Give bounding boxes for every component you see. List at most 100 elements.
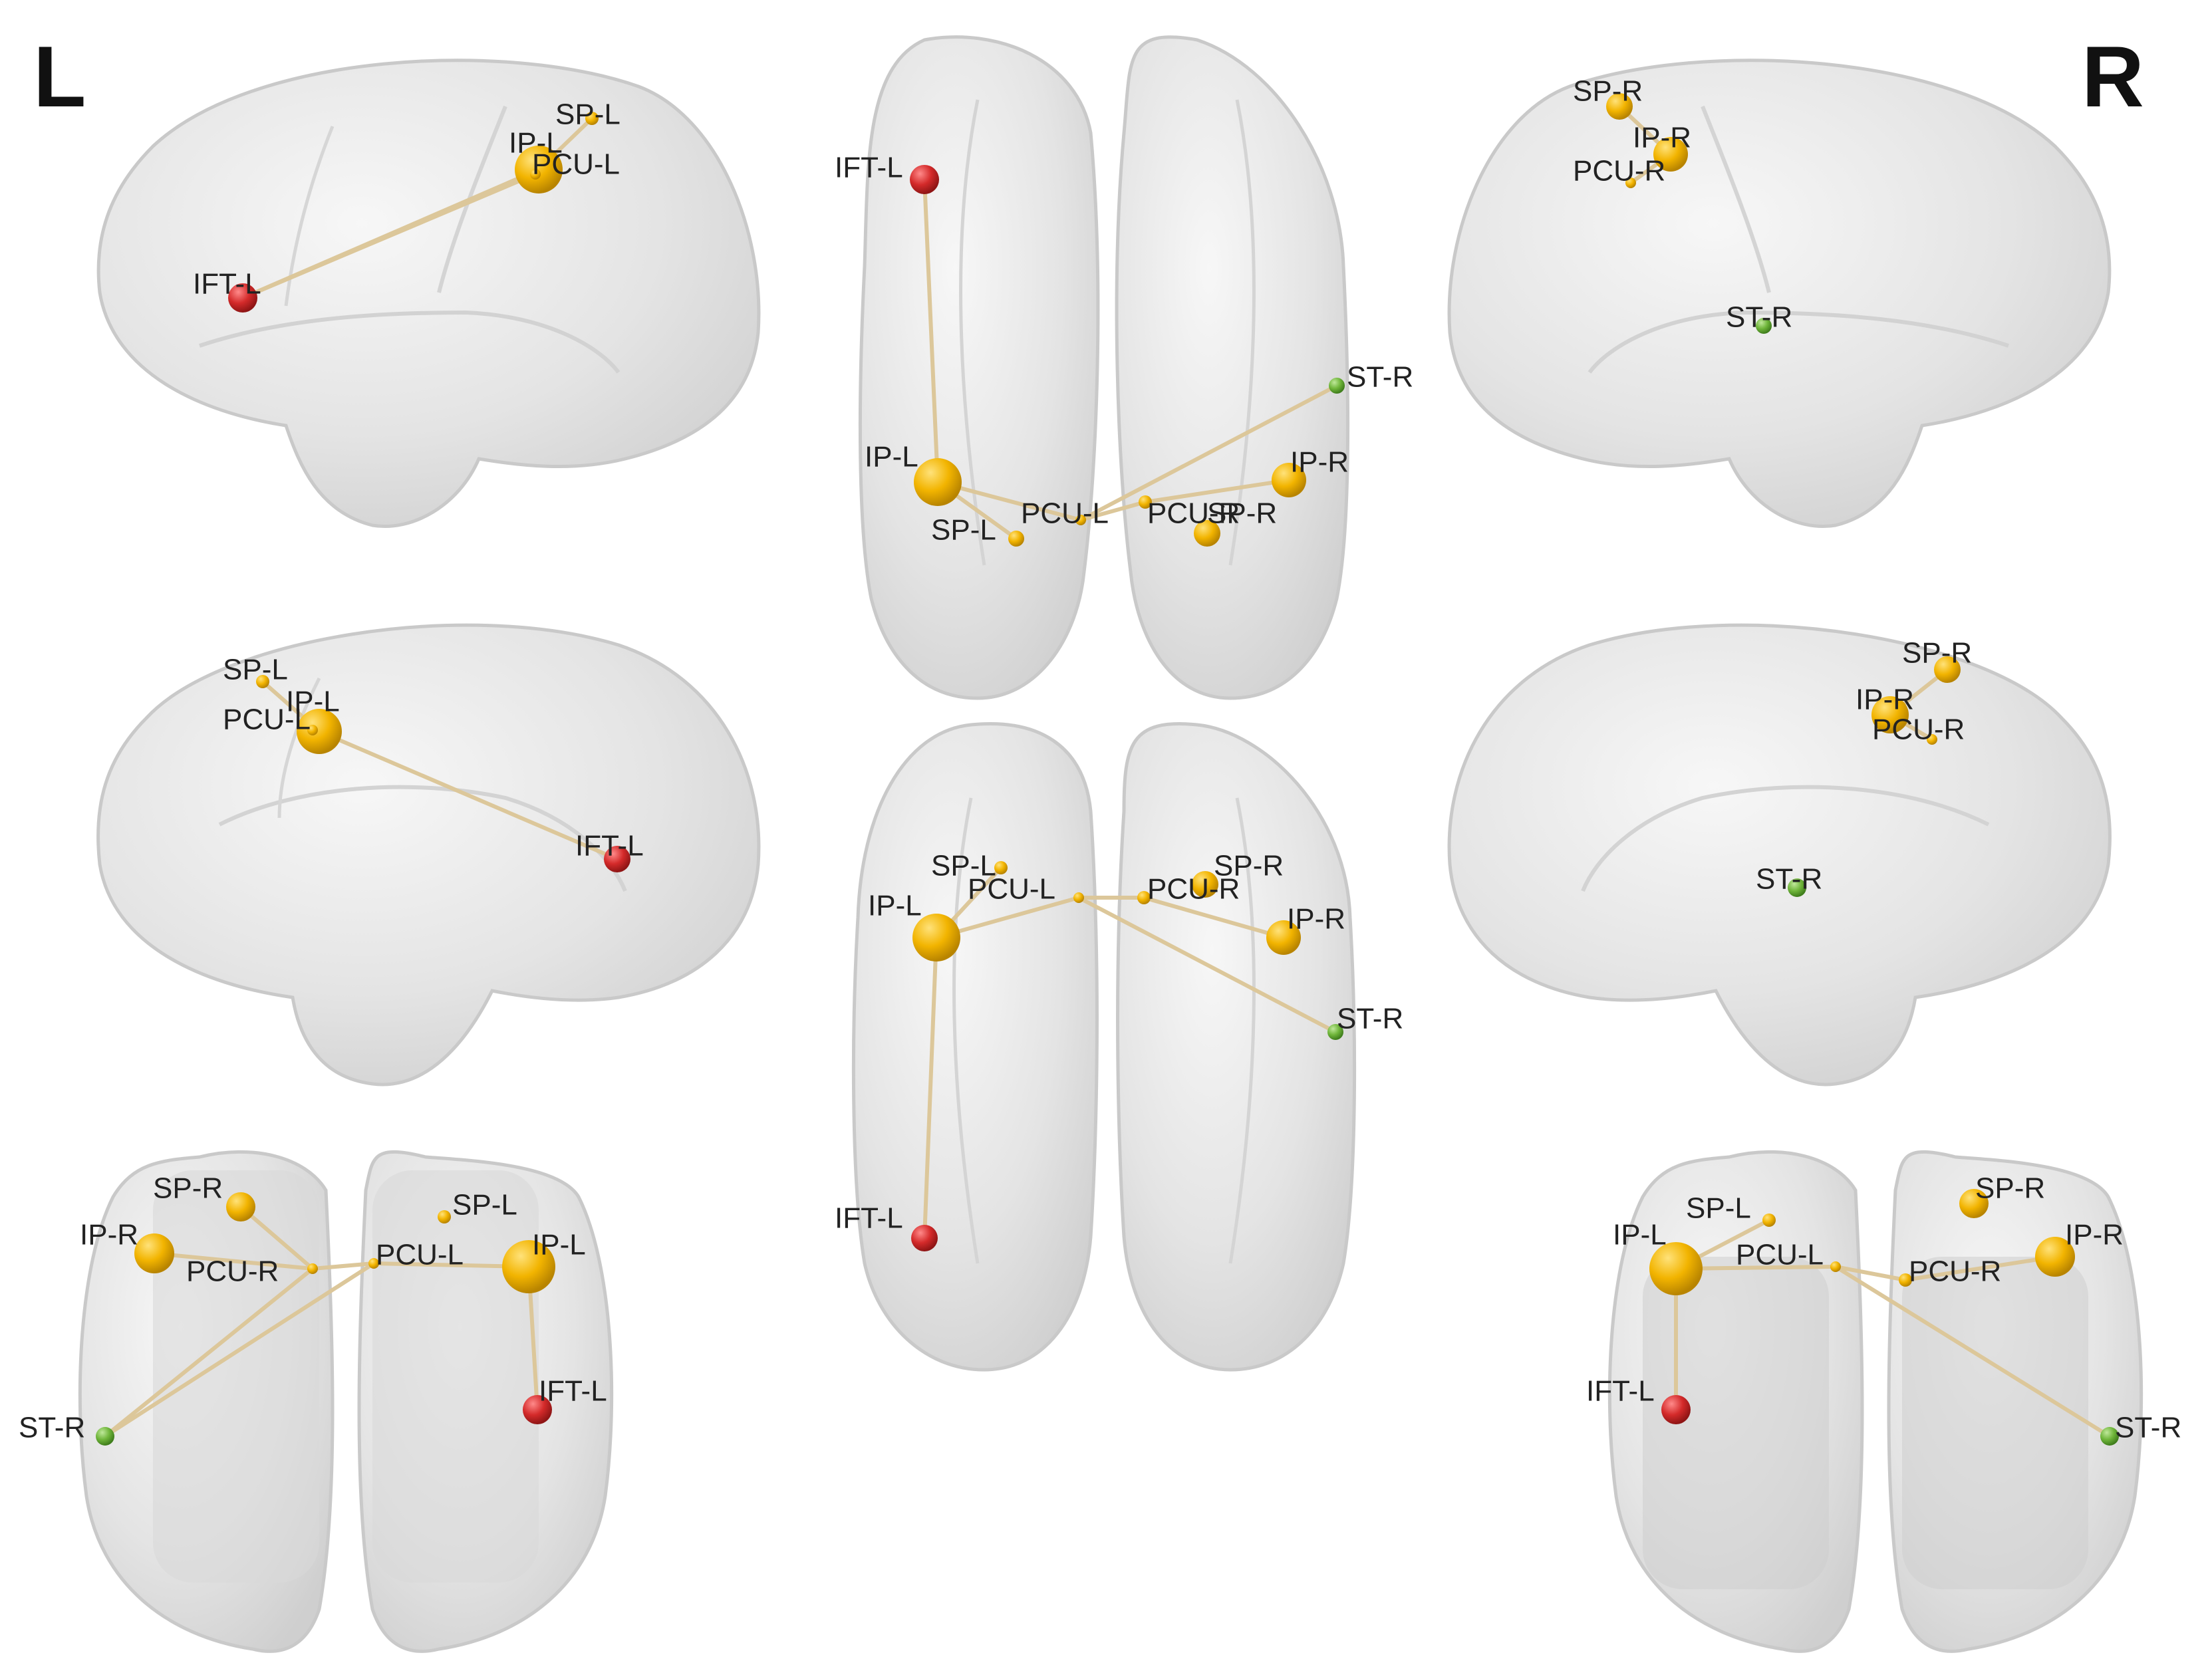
node-left-lateral-ip-l bbox=[515, 146, 563, 193]
brain-dorsal bbox=[858, 35, 1350, 700]
node-anterior-ip-r bbox=[2035, 1237, 2075, 1277]
network-edges bbox=[103, 104, 2112, 1438]
label-dorsal-pcu-r: PCU-R bbox=[1147, 497, 1240, 530]
label-left-medial-ift-l: IFT-L bbox=[575, 830, 644, 862]
label-posterior-ip-l: IP-L bbox=[532, 1229, 586, 1261]
brain-right-lateral bbox=[1447, 59, 2112, 528]
label-posterior-st-r: ST-R bbox=[19, 1412, 85, 1444]
edge-posterior-0 bbox=[311, 1261, 376, 1271]
node-right-lateral-st-r bbox=[1756, 318, 1772, 334]
edge-anterior-2 bbox=[1903, 1255, 2057, 1282]
label-left-medial-pcu-l: PCU-L bbox=[223, 704, 311, 736]
node-ventral-st-r bbox=[1327, 1024, 1343, 1040]
edge-anterior-3 bbox=[1834, 1265, 2112, 1438]
label-dorsal-ip-l: IP-L bbox=[865, 441, 918, 473]
label-right-medial-pcu-r: PCU-R bbox=[1872, 713, 1965, 746]
label-dorsal-st-r: ST-R bbox=[1347, 361, 1413, 394]
node-dorsal-ift-l bbox=[910, 165, 939, 194]
node-ventral-sp-r bbox=[1192, 871, 1218, 898]
node-posterior-sp-r bbox=[226, 1192, 255, 1221]
node-ventral-pcu-l bbox=[1073, 892, 1084, 903]
label-left-lateral-ip-l: IP-L bbox=[509, 127, 563, 160]
node-left-lateral-sp-l bbox=[585, 112, 599, 125]
label-left-medial-sp-l: SP-L bbox=[223, 654, 288, 686]
label-posterior-pcu-r: PCU-R bbox=[186, 1255, 279, 1288]
node-anterior-sp-l bbox=[1762, 1214, 1776, 1227]
node-dorsal-ip-l bbox=[914, 458, 962, 506]
network-nodes bbox=[96, 93, 2119, 1446]
label-posterior-pcu-l: PCU-L bbox=[376, 1239, 464, 1271]
edge-dorsal-4 bbox=[1143, 478, 1291, 504]
label-anterior-ift-l: IFT-L bbox=[1586, 1375, 1655, 1408]
node-posterior-pcu-l bbox=[368, 1258, 379, 1269]
node-left-medial-ip-l bbox=[297, 709, 342, 754]
node-labels: SP-L IP-L PCU-L IFT-L IFT-L IP-L SP-L PCU-L PCU-… bbox=[19, 75, 2181, 1444]
edge-left-lateral-2 bbox=[241, 172, 537, 300]
label-posterior-sp-r: SP-R bbox=[153, 1172, 223, 1205]
node-posterior-ip-l bbox=[502, 1240, 555, 1293]
label-posterior-sp-l: SP-L bbox=[452, 1189, 517, 1221]
node-dorsal-st-r bbox=[1329, 378, 1345, 394]
label-anterior-pcu-r: PCU-R bbox=[1909, 1255, 2001, 1288]
label-anterior-sp-r: SP-R bbox=[1975, 1172, 2045, 1205]
edge-dorsal-0 bbox=[922, 178, 940, 484]
left-hemisphere-letter: L bbox=[33, 28, 86, 125]
right-hemisphere-letter: R bbox=[2082, 28, 2144, 125]
edge-posterior-6 bbox=[103, 1267, 315, 1438]
label-anterior-st-r: ST-R bbox=[2115, 1412, 2181, 1444]
node-posterior-st-r bbox=[96, 1427, 114, 1446]
label-ventral-pcu-r: PCU-R bbox=[1147, 873, 1240, 906]
label-ventral-ip-l: IP-L bbox=[868, 890, 922, 922]
node-right-medial-sp-r bbox=[1934, 656, 1961, 683]
node-dorsal-pcu-r bbox=[1139, 495, 1152, 509]
label-ventral-ip-r: IP-R bbox=[1287, 903, 1345, 936]
node-posterior-ift-l bbox=[523, 1395, 552, 1424]
label-dorsal-ip-r: IP-R bbox=[1290, 446, 1349, 479]
node-posterior-ip-r bbox=[134, 1233, 174, 1273]
node-right-medial-ip-r bbox=[1871, 696, 1909, 733]
brain-silhouettes bbox=[78, 35, 2143, 1653]
edge-anterior-0 bbox=[1674, 1265, 1838, 1271]
node-dorsal-sp-l bbox=[1008, 531, 1024, 547]
edge-dorsal-3 bbox=[1079, 384, 1339, 522]
node-ventral-ip-r bbox=[1266, 920, 1301, 955]
edge-dorsal-2 bbox=[1079, 500, 1147, 522]
edge-ventral-3 bbox=[1142, 896, 1286, 940]
node-anterior-ip-l bbox=[1649, 1242, 1703, 1295]
node-right-medial-st-r bbox=[1788, 878, 1806, 897]
label-anterior-ip-l: IP-L bbox=[1613, 1219, 1667, 1251]
node-ventral-pcu-r bbox=[1137, 891, 1151, 904]
label-right-lateral-ip-r: IP-R bbox=[1633, 122, 1691, 154]
node-dorsal-ip-r bbox=[1272, 463, 1306, 497]
brain-anterior bbox=[1607, 1150, 2143, 1653]
label-posterior-ift-l: IFT-L bbox=[539, 1375, 607, 1408]
node-anterior-sp-r bbox=[1959, 1189, 1989, 1218]
label-right-lateral-sp-r: SP-R bbox=[1573, 75, 1643, 108]
label-right-medial-st-r: ST-R bbox=[1756, 863, 1822, 896]
label-dorsal-sp-l: SP-L bbox=[931, 514, 996, 547]
label-ventral-pcu-l: PCU-L bbox=[968, 873, 1055, 906]
edge-ventral-0 bbox=[934, 896, 1081, 940]
node-posterior-sp-l bbox=[438, 1210, 451, 1223]
edge-posterior-2 bbox=[152, 1251, 315, 1271]
node-right-lateral-sp-r bbox=[1606, 93, 1633, 120]
label-left-lateral-ift-l: IFT-L bbox=[193, 268, 261, 301]
node-anterior-pcu-r bbox=[1899, 1273, 1912, 1287]
node-right-medial-pcu-r bbox=[1927, 734, 1937, 745]
brain-ventral bbox=[851, 722, 1357, 1372]
node-ventral-ift-l bbox=[911, 1225, 938, 1251]
edge-posterior-1 bbox=[239, 1205, 315, 1271]
node-anterior-pcu-l bbox=[1830, 1261, 1841, 1272]
label-right-medial-ip-r: IP-R bbox=[1856, 684, 1914, 716]
label-dorsal-pcu-l: PCU-L bbox=[1021, 497, 1109, 530]
edge-ventral-4 bbox=[922, 936, 938, 1240]
label-anterior-sp-l: SP-L bbox=[1686, 1192, 1751, 1225]
node-anterior-st-r bbox=[2100, 1427, 2119, 1446]
label-right-medial-sp-r: SP-R bbox=[1902, 637, 1972, 670]
node-left-medial-sp-l bbox=[256, 675, 269, 688]
node-ventral-ip-l bbox=[912, 914, 960, 962]
label-posterior-ip-r: IP-R bbox=[80, 1219, 138, 1251]
node-left-medial-ift-l bbox=[604, 846, 630, 872]
label-ventral-ift-l: IFT-L bbox=[835, 1202, 903, 1235]
